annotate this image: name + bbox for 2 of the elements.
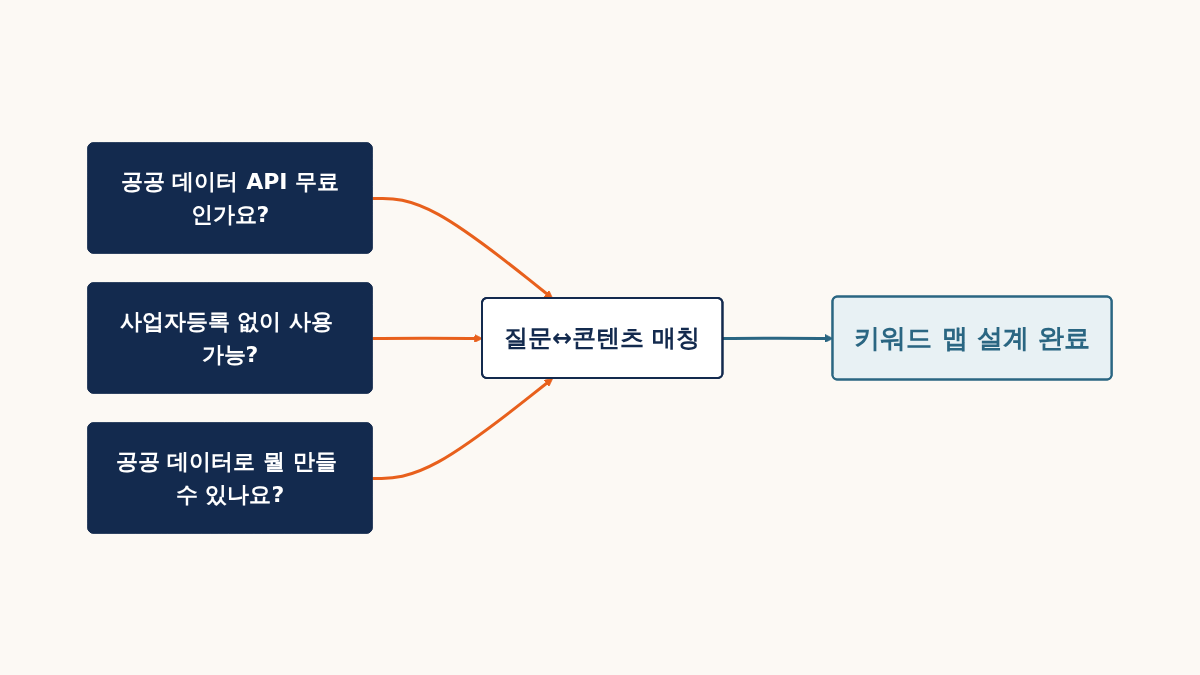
arrow (372, 196, 554, 299)
arrow (372, 377, 554, 480)
